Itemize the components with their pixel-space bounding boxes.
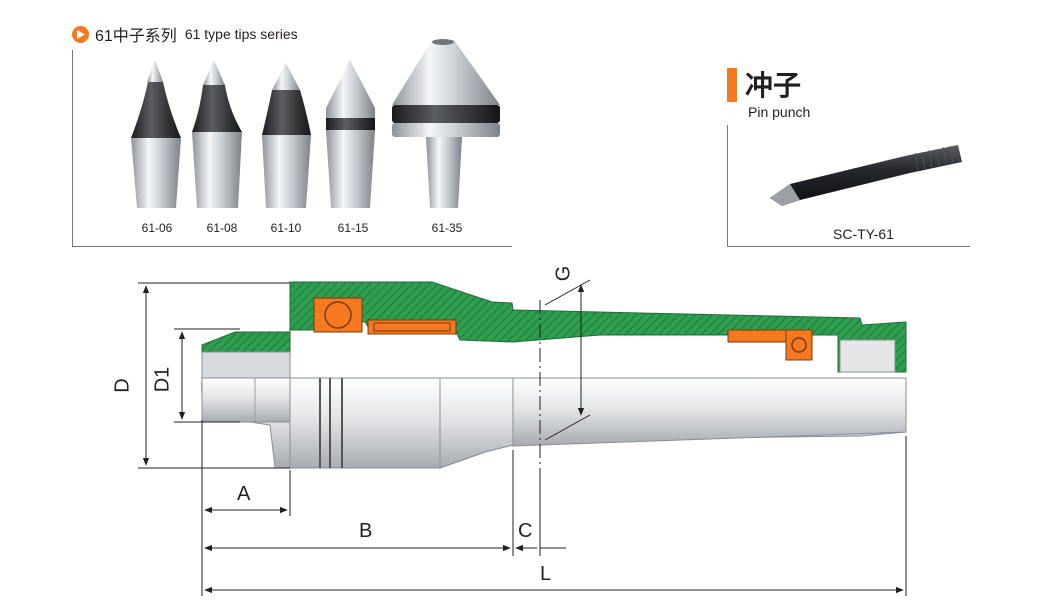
dimension-label-g: G <box>552 265 575 282</box>
tip-61-08-image <box>192 60 242 208</box>
pin-punch-title-cn: 冲子 <box>745 69 802 102</box>
tip-label: 61-15 <box>337 221 369 235</box>
tip-label: 61-35 <box>431 221 463 235</box>
tip-61-15-image <box>326 60 375 208</box>
play-icon <box>72 25 89 43</box>
tip-label: 61-06 <box>141 221 173 235</box>
series-header: 61中子系列 61 type tips series <box>72 22 298 46</box>
series-title-en: 61 type tips series <box>184 26 298 42</box>
dimension-label-d1: D1 <box>151 366 174 393</box>
tip-label: 61-10 <box>270 221 302 235</box>
tip-label: 61-08 <box>206 221 238 235</box>
section-upper-half <box>201 281 907 379</box>
tip-61-06-image <box>131 60 181 208</box>
dimension-label-a: A <box>237 483 251 505</box>
shaft-lower-half <box>201 377 907 469</box>
tip-61-10-image <box>262 63 311 208</box>
dimension-label-c: C <box>518 520 533 542</box>
dimension-label-b: B <box>359 520 373 542</box>
tip-61-35-image <box>392 39 500 208</box>
series-title-cn: 61中子系列 <box>95 28 177 45</box>
dimension-label-l: L <box>540 563 552 585</box>
pin-punch-code: SC-TY-61 <box>833 226 894 242</box>
pin-punch-title-en: Pin punch <box>748 104 811 120</box>
pin-punch-accent-bar <box>727 68 737 102</box>
dimension-label-d: D <box>111 378 134 393</box>
